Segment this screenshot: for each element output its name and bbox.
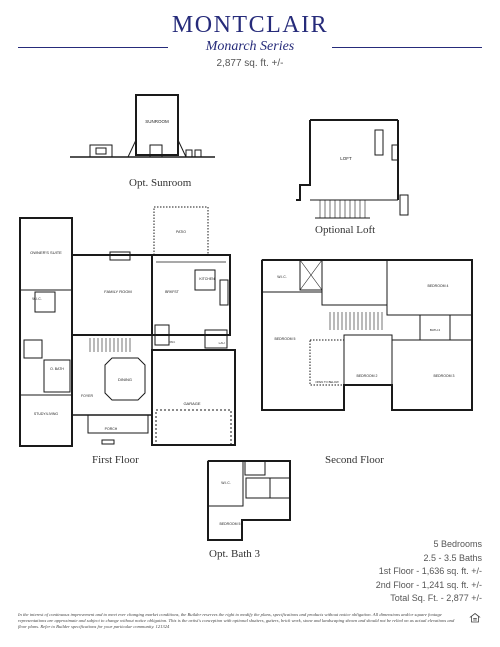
- loft-caption: Optional Loft: [315, 224, 376, 236]
- sunroom-caption: Opt. Sunroom: [129, 177, 192, 189]
- loft-plan: LOFT: [296, 119, 409, 219]
- patio-label: PATIO: [176, 230, 186, 234]
- opt-bath3-caption: Opt. Bath 3: [209, 548, 261, 560]
- second-floor-plan: W.I.C. BEDROOM 5 BEDROOM 4 BATH 2 BEDROO…: [261, 259, 473, 411]
- dining-label: DINING: [118, 377, 132, 382]
- baths-stat: 2.5 - 3.5 Baths: [423, 552, 482, 563]
- bedroom2-label: BEDROOM 2: [356, 374, 377, 378]
- foyer-label: FOYER: [81, 394, 94, 398]
- owners-suite-label: OWNER'S SUITE: [30, 250, 62, 255]
- bedroom4-label: BEDROOM 4: [427, 284, 448, 288]
- bath3-wic-label: W.I.C.: [221, 481, 231, 485]
- disclaimer-text: In the interest of continuous improvemen…: [18, 612, 455, 629]
- ff-wic-label: W.I.C.: [32, 297, 42, 301]
- laundry-label: LAU.: [219, 341, 226, 345]
- total-sqft-stat: Total Sq. Ft. - 2,877 +/-: [390, 593, 482, 603]
- total-square-feet: 2,877 sq. ft. +/-: [216, 58, 284, 69]
- breakfast-label: BRKFST: [165, 290, 180, 294]
- loft-label: LOFT: [340, 156, 352, 161]
- first-floor-stat: 1st Floor - 1,636 sq. ft. +/-: [378, 566, 482, 576]
- porch-label: PORCH: [105, 427, 118, 431]
- sunroom-label: SUNROOM: [145, 119, 169, 124]
- plan-title: MONTCLAIR: [171, 12, 329, 38]
- series-banner: Monarch Series: [18, 39, 482, 55]
- opt-bath3-plan: W.I.C. BEDROOM 5: [207, 460, 291, 541]
- kitchen-label: KITCHEN: [199, 277, 215, 281]
- bedrooms-stat: 5 Bedrooms: [433, 539, 482, 549]
- sunroom-plan: SUNROOM: [70, 94, 215, 158]
- sf-bedroom5-label: BEDROOM 5: [274, 337, 295, 341]
- series-rule-right: [332, 47, 482, 48]
- open-to-below-label: OPEN TO BELOW: [315, 380, 339, 384]
- second-floor-stat: 2nd Floor - 1,241 sq. ft. +/-: [375, 579, 482, 590]
- owners-bath-label: O. BATH: [50, 367, 64, 371]
- study-label: STUDY/LIVING: [34, 412, 59, 416]
- bedroom3-label: BEDROOM 3: [433, 374, 454, 378]
- bath3-bedroom5-label: BEDROOM 5: [219, 522, 240, 526]
- first-floor-plan: OWNER'S SUITE W.I.C. O. BATH STUDY/LIVIN…: [19, 206, 236, 447]
- bath2-label: BATH 2: [430, 328, 441, 332]
- garage-label: GARAGE: [183, 401, 200, 406]
- plan-stats: 5 Bedrooms 2.5 - 3.5 Baths 1st Floor - 1…: [376, 538, 482, 606]
- sf-wic-label: W.I.C.: [277, 275, 287, 279]
- second-floor-caption: Second Floor: [325, 454, 384, 466]
- series-name: Monarch Series: [205, 39, 295, 54]
- family-room-label: FAMILY ROOM: [104, 289, 131, 294]
- series-rule-left: [18, 47, 168, 48]
- first-floor-caption: First Floor: [92, 454, 139, 466]
- pantry-label: PAN.: [169, 340, 176, 344]
- equal-housing-icon: [469, 612, 481, 623]
